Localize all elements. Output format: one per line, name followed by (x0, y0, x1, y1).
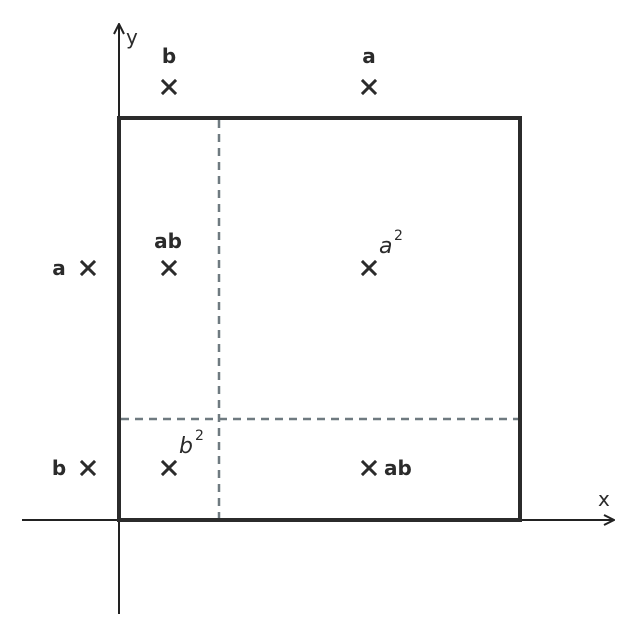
svg-text:b: b (179, 434, 193, 459)
label-top-a: a (362, 44, 376, 68)
marker-left-b (79, 459, 97, 477)
marker-top-a (360, 78, 378, 96)
svg-text:2: 2 (195, 428, 204, 444)
label-left-a: a (52, 256, 66, 280)
marker-bottom-ab (360, 459, 378, 477)
y-axis-label: y (126, 25, 138, 49)
label-a-squared: a 2 (379, 228, 403, 259)
svg-text:a: a (379, 234, 392, 259)
marker-top-b (160, 78, 178, 96)
x-axis-label: x (598, 487, 610, 511)
marker-inner-ab (160, 259, 178, 277)
outer-square (117, 116, 522, 522)
marker-b-squared (160, 459, 178, 477)
label-inner-ab: ab (154, 229, 182, 253)
label-left-b: b (52, 456, 66, 480)
label-top-b: b (162, 44, 176, 68)
label-b-squared: b 2 (179, 428, 204, 459)
marker-left-a (79, 259, 97, 277)
svg-text:2: 2 (394, 228, 403, 244)
marker-a-squared (360, 259, 378, 277)
label-bottom-ab: ab (384, 456, 412, 480)
